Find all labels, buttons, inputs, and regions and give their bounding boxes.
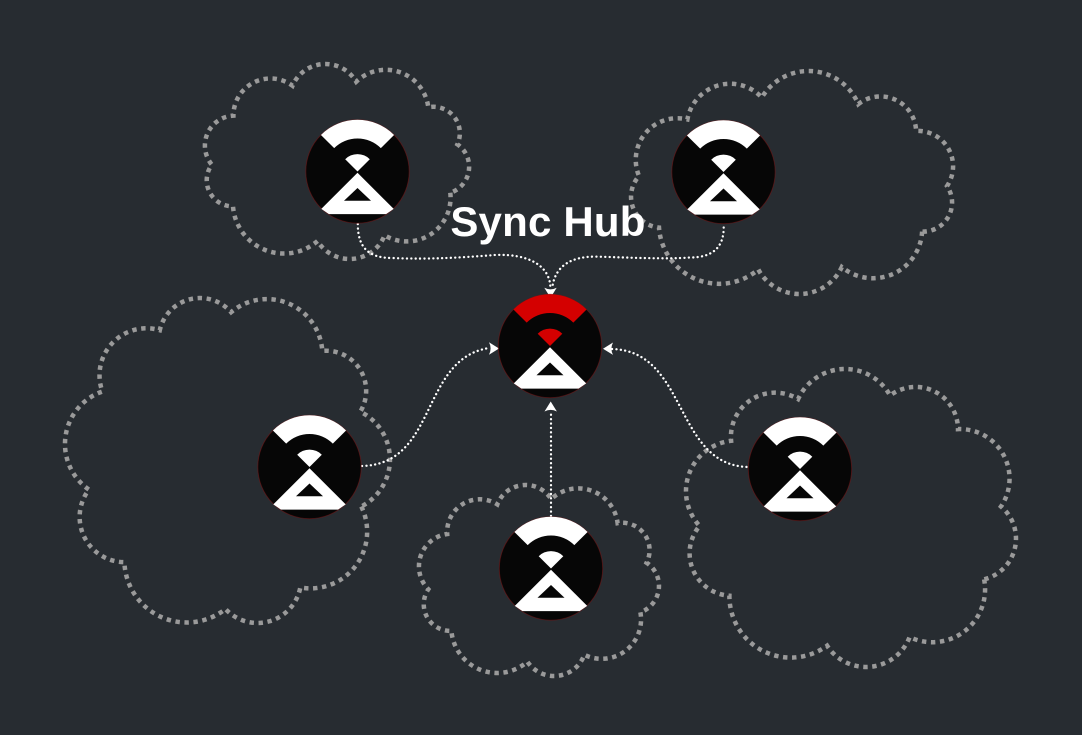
svg-text:Sync Hub: Sync Hub: [450, 198, 645, 245]
